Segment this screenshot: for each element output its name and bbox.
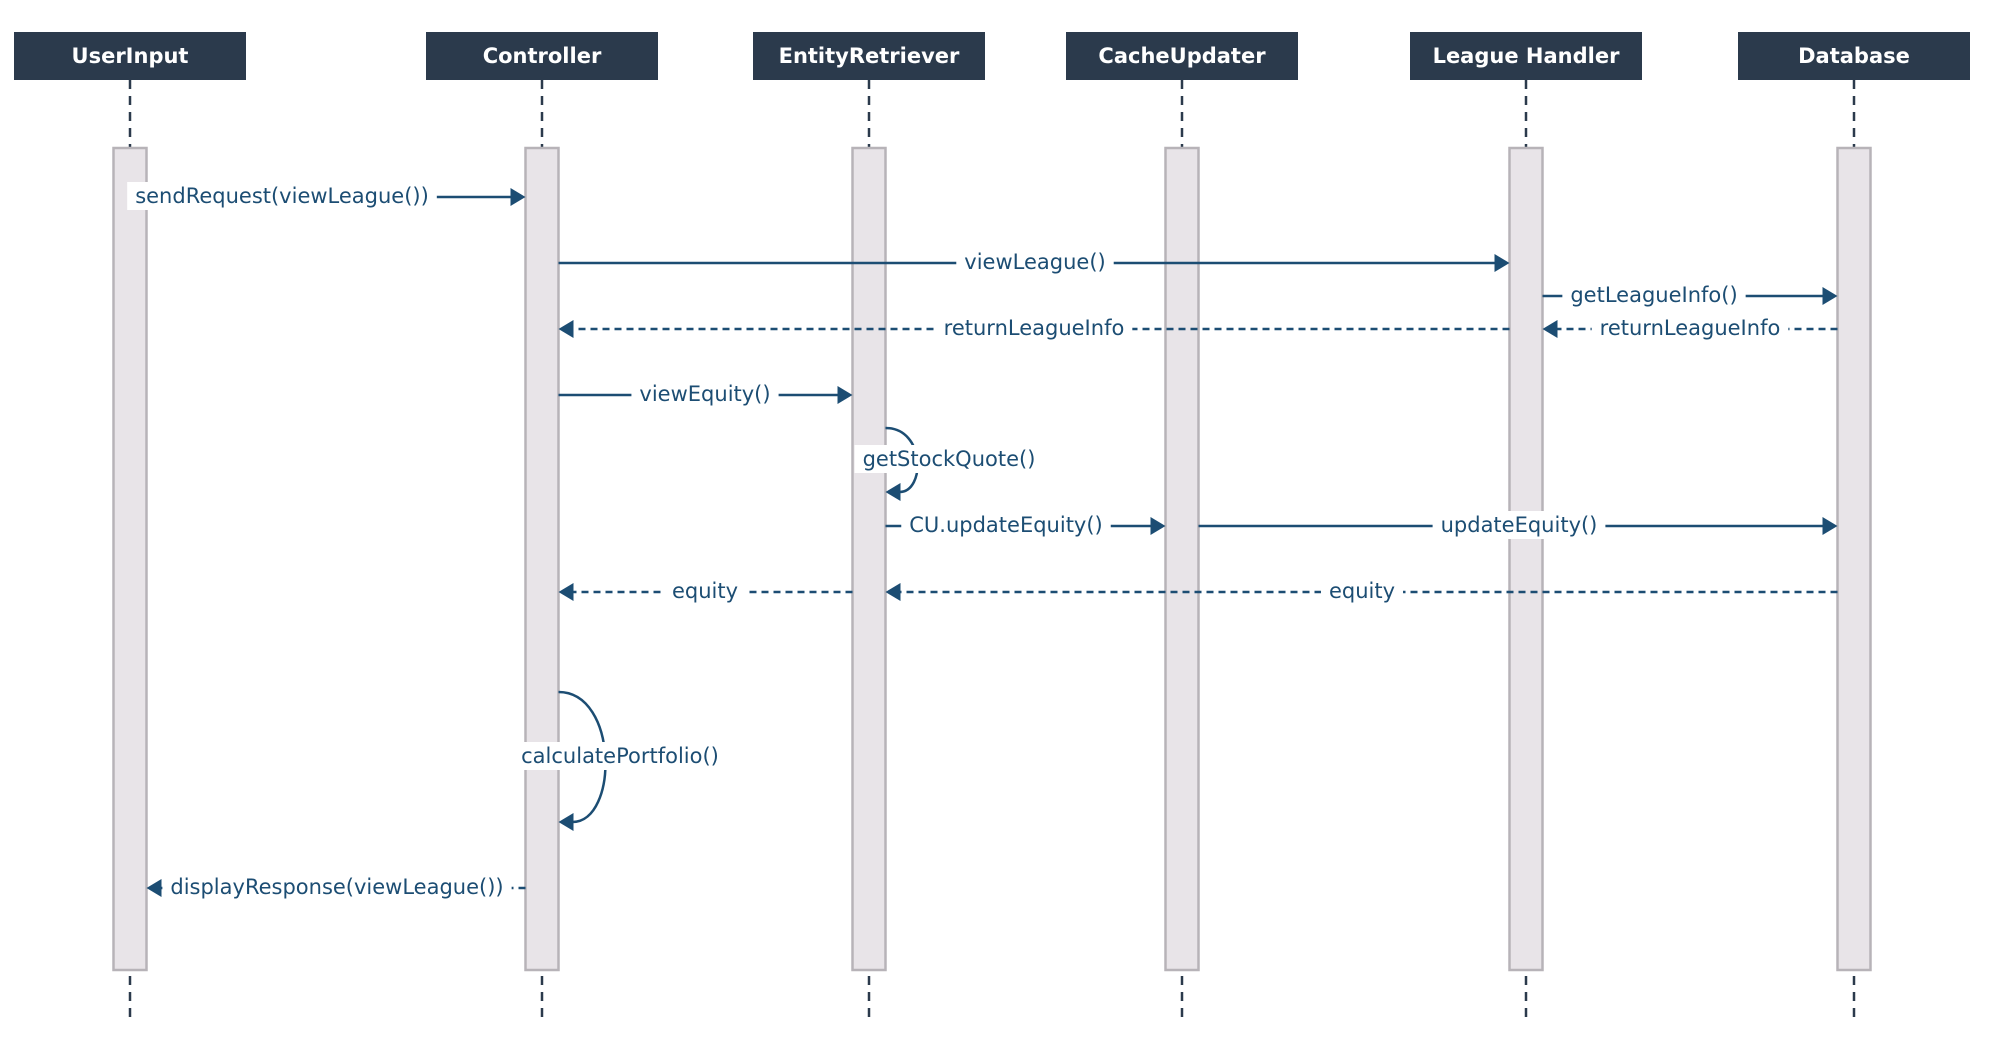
participant-name: UserInput xyxy=(72,44,189,68)
activation-bar-database xyxy=(1836,146,1872,972)
message-label-background xyxy=(631,380,779,408)
arrowhead xyxy=(558,320,574,338)
participant-database: Database xyxy=(1738,32,1970,80)
message-label: equity xyxy=(672,579,738,603)
message-cu-update-equity: CU.updateEquity() xyxy=(885,511,1166,539)
message-label-background xyxy=(1562,281,1746,309)
participant-controller: Controller xyxy=(426,32,658,80)
message-label: CU.updateEquity() xyxy=(909,513,1103,537)
message-equity-er: equity xyxy=(558,577,853,605)
arrowhead xyxy=(885,583,901,601)
message-get-stock-quote: getStockQuote() xyxy=(854,426,1044,501)
message-view-equity: viewEquity() xyxy=(558,380,853,408)
message-label-background xyxy=(1432,511,1606,539)
message-label-background xyxy=(901,511,1111,539)
arrowhead xyxy=(510,188,526,206)
participant-name: Controller xyxy=(483,44,602,68)
participant-cacheupdater: CacheUpdater xyxy=(1066,32,1298,80)
message-equity-db: equity xyxy=(885,577,1838,605)
message-label: calculatePortfolio() xyxy=(521,744,719,768)
message-send-request: sendRequest(viewLeague()) xyxy=(127,182,526,210)
arrowhead xyxy=(885,483,901,501)
message-display-response: displayResponse(viewLeague()) xyxy=(146,873,526,901)
participant-header-box xyxy=(1738,32,1970,80)
message-label: getLeagueInfo() xyxy=(1570,283,1737,307)
message-label-background xyxy=(854,445,1044,473)
message-calculate-portfolio: calculatePortfolio() xyxy=(513,690,727,831)
arrowhead xyxy=(558,813,574,831)
message-update-equity: updateEquity() xyxy=(1198,511,1838,539)
participant-name: Database xyxy=(1798,44,1910,68)
participant-name: EntityRetriever xyxy=(779,44,960,68)
participant-header-box xyxy=(1066,32,1298,80)
arrowhead xyxy=(1822,517,1838,535)
activation-bar-leaguehandler xyxy=(1508,146,1544,972)
participant-name: League Handler xyxy=(1433,44,1621,68)
arrowhead xyxy=(1150,517,1166,535)
message-label-background xyxy=(1591,314,1789,342)
message-label-background xyxy=(1320,577,1404,605)
arrowhead xyxy=(1822,287,1838,305)
message-label: returnLeagueInfo xyxy=(1600,316,1781,340)
participant-header-box xyxy=(753,32,985,80)
message-label-background xyxy=(663,577,747,605)
message-label-background xyxy=(513,742,727,770)
message-label-background xyxy=(935,314,1133,342)
message-label: getStockQuote() xyxy=(863,447,1036,471)
participant-leaguehandler: League Handler xyxy=(1410,32,1642,80)
message-return-league-info-db: returnLeagueInfo xyxy=(1542,314,1838,342)
arrowhead xyxy=(146,879,162,897)
message-label: sendRequest(viewLeague()) xyxy=(135,184,429,208)
message-label: viewEquity() xyxy=(639,382,770,406)
participant-userinput: UserInput xyxy=(14,32,246,80)
arrowhead xyxy=(1542,320,1558,338)
arrowhead xyxy=(558,583,574,601)
participant-header-box xyxy=(426,32,658,80)
message-label-background xyxy=(956,248,1114,276)
message-view-league: viewLeague() xyxy=(558,248,1510,276)
participant-header-box xyxy=(14,32,246,80)
message-label: updateEquity() xyxy=(1441,513,1598,537)
message-label: returnLeagueInfo xyxy=(944,316,1125,340)
message-label-background xyxy=(127,182,437,210)
message-label: viewLeague() xyxy=(964,250,1105,274)
message-label: displayResponse(viewLeague()) xyxy=(170,875,503,899)
message-label: equity xyxy=(1329,579,1395,603)
activation-bar-cacheupdater xyxy=(1164,146,1200,972)
participant-entityretriever: EntityRetriever xyxy=(753,32,985,80)
activation-bar-entityretriever xyxy=(851,146,887,972)
participant-name: CacheUpdater xyxy=(1098,44,1266,68)
activation-bar-controller xyxy=(524,146,560,972)
message-return-league-info: returnLeagueInfo xyxy=(558,314,1510,342)
message-label-background xyxy=(162,873,512,901)
message-get-league-info: getLeagueInfo() xyxy=(1542,281,1838,309)
arrowhead xyxy=(837,386,853,404)
arrowhead xyxy=(1494,254,1510,272)
participant-header-box xyxy=(1410,32,1642,80)
activation-bar-userinput xyxy=(112,146,148,972)
